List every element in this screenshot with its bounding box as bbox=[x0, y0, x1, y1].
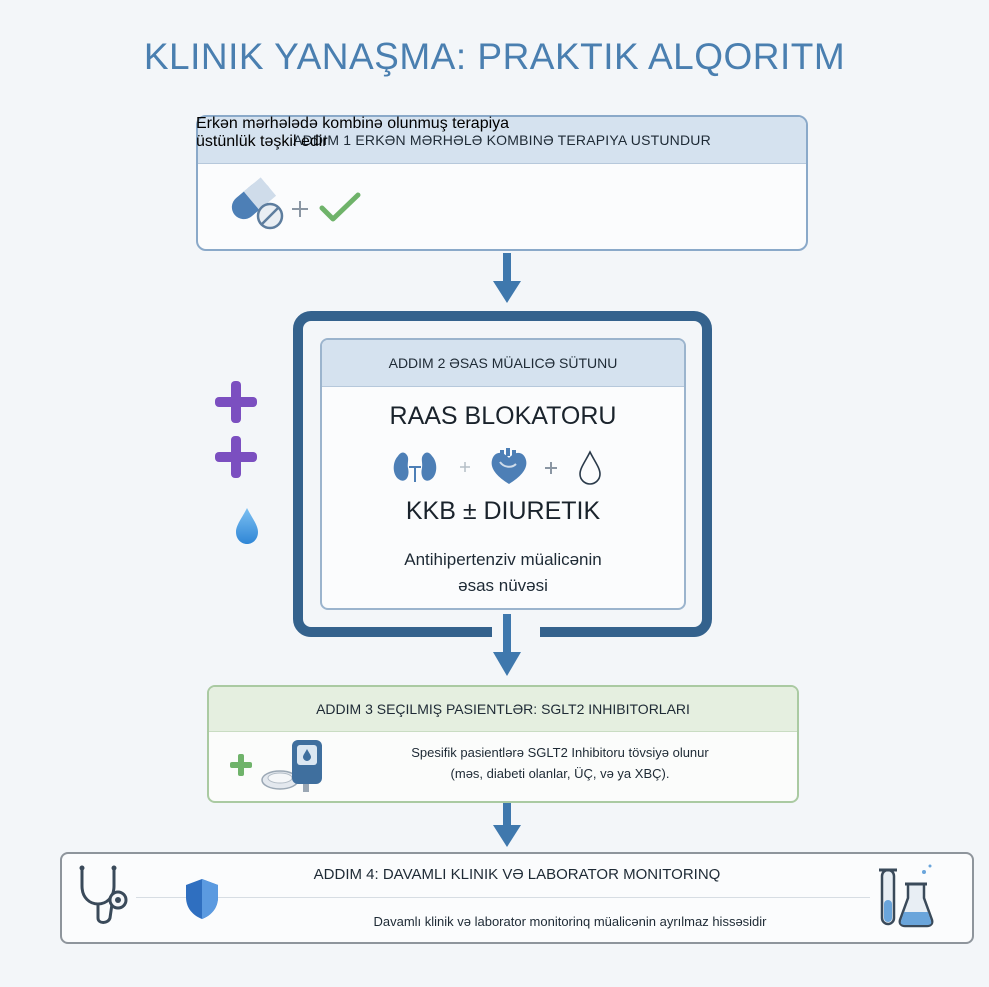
plus-icon bbox=[292, 201, 308, 217]
arrow-down-icon bbox=[493, 614, 521, 676]
step2-description-line: Antihipertenziv müalicənin bbox=[404, 550, 602, 569]
step4-header: ADDIM 4: DAVAMLI KLINIK VƏ LABORATOR MON… bbox=[313, 866, 721, 883]
purple-plus-icon bbox=[215, 436, 257, 478]
step2-header: ADDIM 2 ƏSAS MÜALICƏ SÜTUNU bbox=[322, 340, 684, 387]
step2-raas-label: RAAS BLOKATORU bbox=[389, 402, 617, 430]
plus-icon bbox=[545, 462, 557, 474]
page-title: KLINIK YANAŞMA: PRAKTIK ALQORITM bbox=[143, 36, 846, 77]
checkmark-icon bbox=[319, 192, 361, 222]
glucose-meter-icon bbox=[261, 740, 322, 792]
water-drop-icon bbox=[236, 508, 258, 544]
plus-icon bbox=[460, 462, 470, 472]
step2-description-line: əsas nüvəsi bbox=[458, 576, 548, 595]
stethoscope-icon bbox=[79, 865, 128, 924]
pill-capsule-icon bbox=[231, 177, 284, 230]
step1-header: ADDIM 1 ERKƏN MƏRHƏLƏ KOMBINƏ TERAPIYA U… bbox=[198, 117, 806, 164]
water-drop-icon bbox=[579, 450, 601, 485]
step1-card: ADDIM 1 ERKƏN MƏRHƏLƏ KOMBINƏ TERAPIYA U… bbox=[196, 115, 808, 251]
heart-icon bbox=[491, 448, 527, 484]
step4-divider bbox=[136, 897, 870, 898]
step3-header: ADDIM 3 SEÇILMIŞ PASIENTLƏR: SGLT2 INHIB… bbox=[209, 687, 797, 732]
shield-icon bbox=[186, 879, 218, 919]
purple-plus-icon bbox=[215, 381, 257, 423]
arrow-down-icon bbox=[493, 803, 521, 847]
step1-description-line: Erkən mərhələdə kombinə olunmuş terapiya bbox=[196, 115, 510, 132]
step1-description-line: üstünlük təşkil edir bbox=[196, 133, 328, 150]
step4-description: Davamlı klinik və laborator monitorinq m… bbox=[373, 914, 767, 929]
step2-description: Antihipertenziv müalicənin əsas nüvəsi bbox=[320, 547, 686, 599]
step3-description-line: (məs, diabeti olanlar, ÜÇ, və ya XBÇ). bbox=[450, 766, 670, 781]
plus-icon bbox=[230, 754, 252, 776]
step2-kkb-label: KKB ± DIURETIK bbox=[405, 497, 601, 525]
arrow-down-icon bbox=[493, 253, 521, 303]
step2-card: ADDIM 2 ƏSAS MÜALICƏ SÜTUNU bbox=[320, 338, 686, 610]
step1-description: Erkən mərhələdə kombinə olunmuş terapiya… bbox=[196, 115, 808, 151]
kidney-icon bbox=[393, 452, 437, 482]
step3-description: Spesifik pasientlərə SGLT2 Inhibitoru tö… bbox=[330, 742, 790, 784]
step3-description-line: Spesifik pasientlərə SGLT2 Inhibitoru tö… bbox=[411, 745, 709, 760]
test-tube-flask-icon bbox=[879, 864, 934, 928]
